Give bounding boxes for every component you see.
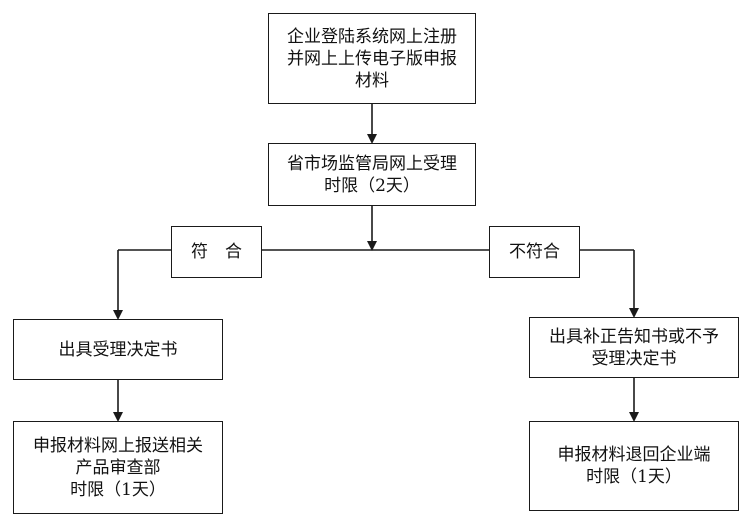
submit-line-2: 并网上上传电子版申报 <box>287 48 457 69</box>
nonconforming-text: 不符合 <box>509 242 560 262</box>
return-line-2: 时限（1天） <box>586 467 682 487</box>
forward-review-box: 申报材料网上报送相关 产品审查部 时限（1天） <box>13 421 223 514</box>
accept-line-2: 时限（2天） <box>324 175 420 196</box>
correction-notice-box: 出具补正告知书或不予 受理决定书 <box>529 317 739 378</box>
accept-line-1: 省市场监管局网上受理 <box>287 153 457 174</box>
decision-line-1: 出具受理决定书 <box>58 339 178 360</box>
conforming-text: 符 合 <box>191 242 242 262</box>
nonconforming-label: 不符合 <box>489 226 580 278</box>
notice-line-2: 受理决定书 <box>591 348 677 369</box>
review-line-3: 时限（1天） <box>70 479 166 500</box>
review-line-1: 申报材料网上报送相关 <box>33 435 203 456</box>
return-line-1: 申报材料退回企业端 <box>557 445 711 465</box>
review-line-2: 产品审查部 <box>75 457 161 478</box>
submit-materials-box: 企业登陆系统网上注册 并网上上传电子版申报 材料 <box>268 13 476 104</box>
acceptance-decision-box: 出具受理决定书 <box>13 319 223 380</box>
conforming-label: 符 合 <box>171 226 262 278</box>
submit-line-1: 企业登陆系统网上注册 <box>287 26 457 47</box>
submit-line-3: 材料 <box>355 70 389 91</box>
online-acceptance-box: 省市场监管局网上受理 时限（2天） <box>268 143 476 206</box>
return-to-enterprise-box: 申报材料退回企业端 时限（1天） <box>529 421 739 511</box>
notice-line-1: 出具补正告知书或不予 <box>549 326 719 347</box>
